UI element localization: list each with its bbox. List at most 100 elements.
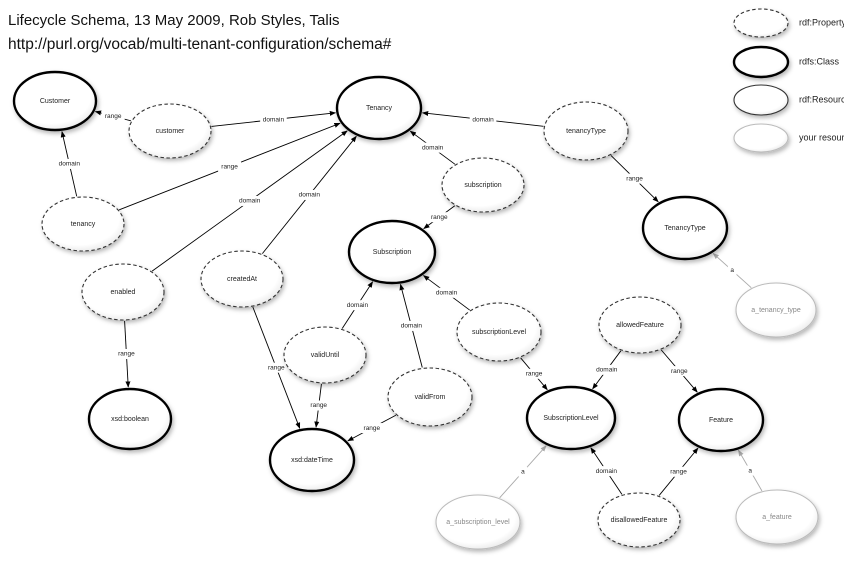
node-label: a_feature [762, 514, 792, 521]
legend-label: rdf:Property [799, 17, 844, 27]
edge-label-bg [398, 320, 425, 331]
edge-label: domain [239, 198, 261, 205]
node-sublevel-prop: subscriptionLevel [456, 302, 542, 362]
edge-label: range [268, 364, 285, 371]
edge-label: range [526, 371, 543, 378]
node-shape [81, 263, 165, 321]
node-label: xsd:boolean [111, 416, 149, 423]
node-shape [41, 196, 125, 252]
edge-label-bg [114, 349, 138, 360]
edge-label: domain [596, 367, 618, 374]
edge-label: a [748, 467, 752, 474]
edge-label: domain [596, 468, 618, 475]
node-label: allowedFeature [616, 322, 664, 329]
legend-swatch [733, 84, 789, 116]
edge-label-bg [264, 362, 288, 373]
edge-label: range [670, 468, 687, 475]
edge-label: domain [422, 144, 444, 151]
node-label: TenancyType [664, 225, 705, 232]
diagram-title: Lifecycle Schema, 13 May 2009, Rob Style… [8, 12, 340, 29]
node-shape [597, 492, 681, 548]
node-label: disallowedFeature [611, 517, 668, 524]
node-label: Tenancy [366, 105, 393, 112]
edge-label-bg [236, 195, 263, 206]
legend-item-property: rdf:Property [733, 8, 844, 38]
node-sublevel-class: SubscriptionLevel [525, 385, 617, 451]
edge-label: domain [347, 302, 369, 309]
node-customer-prop: customer [128, 103, 212, 159]
legend-swatch [733, 123, 789, 153]
node-a-feature: a_feature [735, 489, 819, 545]
edge-label-bg [218, 161, 242, 172]
edge-label-bg [593, 364, 621, 375]
legend-swatch [733, 8, 789, 38]
node-createdat-prop: createdAt [200, 250, 284, 308]
edge-label-bg [427, 212, 451, 223]
node-xsddatetime: xsd:dateTime [268, 427, 356, 493]
node-tenancytype-class: TenancyType [641, 195, 729, 261]
edge-label-bg [469, 114, 497, 125]
node-label: Subscription [373, 249, 412, 256]
legend-label: rdf:Resource [799, 94, 844, 104]
node-shape [435, 494, 521, 550]
edge-label: domain [59, 161, 81, 168]
node-shape [200, 250, 284, 308]
node-shape [128, 103, 212, 159]
edge-label: range [118, 351, 135, 358]
node-shape [347, 219, 437, 285]
edge-label: a [521, 469, 525, 476]
node-shape [87, 387, 173, 451]
edge-label: range [105, 113, 122, 120]
node-feature-class: Feature [677, 387, 765, 453]
node-shape [268, 427, 356, 493]
edge-label-bg [260, 114, 287, 125]
node-allowed-prop: allowedFeature [598, 296, 682, 354]
node-label: validFrom [415, 394, 446, 401]
node-enabled-prop: enabled [81, 263, 165, 321]
edge-label-bg [296, 189, 323, 200]
edge-label: range [626, 175, 643, 182]
legend-label: your resources [799, 132, 844, 142]
node-label: SubscriptionLevel [543, 415, 599, 422]
node-validfrom-prop: validFrom [387, 367, 473, 427]
nodes-layer: CustomercustomerTenancytenancytenancyTyp… [12, 70, 819, 550]
node-label: createdAt [227, 276, 257, 283]
node-tenancytype-prop: tenancyType [543, 101, 629, 161]
node-shape [456, 302, 542, 362]
node-tenancy-class: Tenancy [335, 75, 423, 141]
node-disallowed-prop: disallowedFeature [597, 492, 681, 548]
edge-label-bg [433, 287, 460, 298]
node-shape [335, 75, 423, 141]
node-shape [441, 157, 525, 213]
node-shape [525, 385, 617, 451]
edge-label-bg [307, 400, 331, 411]
node-label: Customer [40, 98, 71, 105]
edge-label-bg [344, 300, 371, 311]
edge-label: range [221, 163, 238, 170]
node-shape [283, 326, 367, 384]
node-shape [641, 195, 729, 261]
edge-label: domain [299, 192, 321, 199]
edge-label: domain [472, 116, 494, 123]
node-label: enabled [111, 289, 136, 296]
edge-label-bg [360, 423, 384, 434]
legend-item-yours: your resources [733, 123, 844, 153]
legend-item-resource: rdf:Resource [733, 84, 844, 116]
node-label: Feature [709, 417, 733, 424]
edge-label-bg [727, 265, 737, 276]
edge-label-bg [745, 465, 755, 476]
node-a-tenancy-type: a_tenancy_type [735, 282, 817, 338]
legend: rdf:Property rdfs:Class rdf:Resource your r… [732, 8, 844, 153]
edge-label-bg [56, 158, 83, 169]
node-label: subscriptionLevel [472, 329, 527, 336]
node-label: customer [156, 128, 185, 135]
node-shape [735, 489, 819, 545]
edge-label-bg [518, 466, 528, 477]
node-shape [12, 70, 98, 132]
node-shape [735, 282, 817, 338]
legend-item-class: rdfs:Class [732, 45, 840, 79]
node-shape [677, 387, 765, 453]
node-subscription-prop: subscription [441, 157, 525, 213]
edge-label: domain [401, 323, 423, 330]
legend-label: rdfs:Class [799, 56, 840, 66]
